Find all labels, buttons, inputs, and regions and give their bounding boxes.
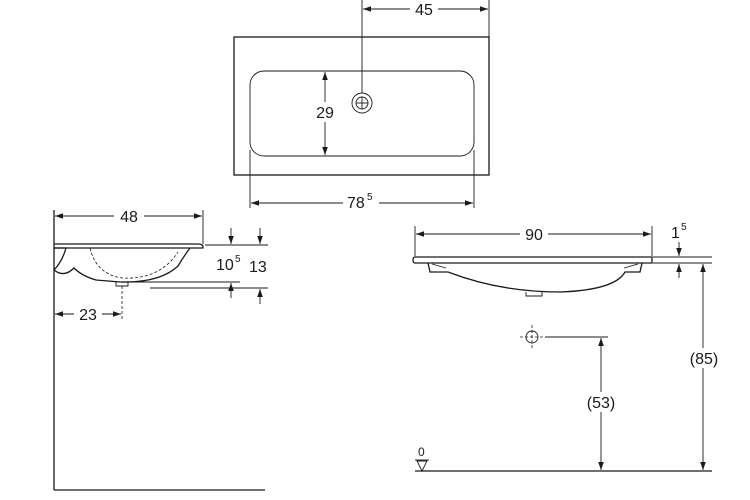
front-drain <box>525 292 543 297</box>
dim-label-1: 1 <box>671 225 680 242</box>
front-slab <box>412 256 653 264</box>
dim-label-85: (85) <box>690 351 718 368</box>
side-view: 48 10 5 13 23 <box>53 207 268 491</box>
floor-level-label: 0 <box>418 445 425 459</box>
top-view-outline <box>233 36 490 176</box>
outlet-crosshair-icon <box>520 325 545 349</box>
top-view: 45 29 78 5 <box>233 0 490 212</box>
dim-label-90: 90 <box>525 227 543 244</box>
dim-label-48: 48 <box>120 209 138 226</box>
front-view: 90 1 5 (85) (53) 0 <box>412 222 722 473</box>
floor-level-marker-icon <box>416 460 428 473</box>
dim-label-23: 23 <box>79 307 97 324</box>
dim-label-29: 29 <box>316 105 334 122</box>
dim-label-78-sup: 5 <box>367 192 373 203</box>
dim-label-10-sup: 5 <box>235 254 241 265</box>
side-basin-body <box>53 247 191 283</box>
dim-label-45: 45 <box>415 2 433 19</box>
front-basin-body <box>427 262 643 293</box>
drain-icon <box>351 92 373 114</box>
dim-label-78: 78 <box>347 195 365 212</box>
dim-label-13: 13 <box>249 259 267 276</box>
side-basin-top <box>54 243 204 249</box>
dim-label-1-sup: 5 <box>681 222 687 233</box>
side-basin-inner <box>89 247 179 279</box>
dim-label-10: 10 <box>216 257 234 274</box>
front-basin-supports <box>431 263 639 269</box>
dim-label-53: (53) <box>587 395 615 412</box>
